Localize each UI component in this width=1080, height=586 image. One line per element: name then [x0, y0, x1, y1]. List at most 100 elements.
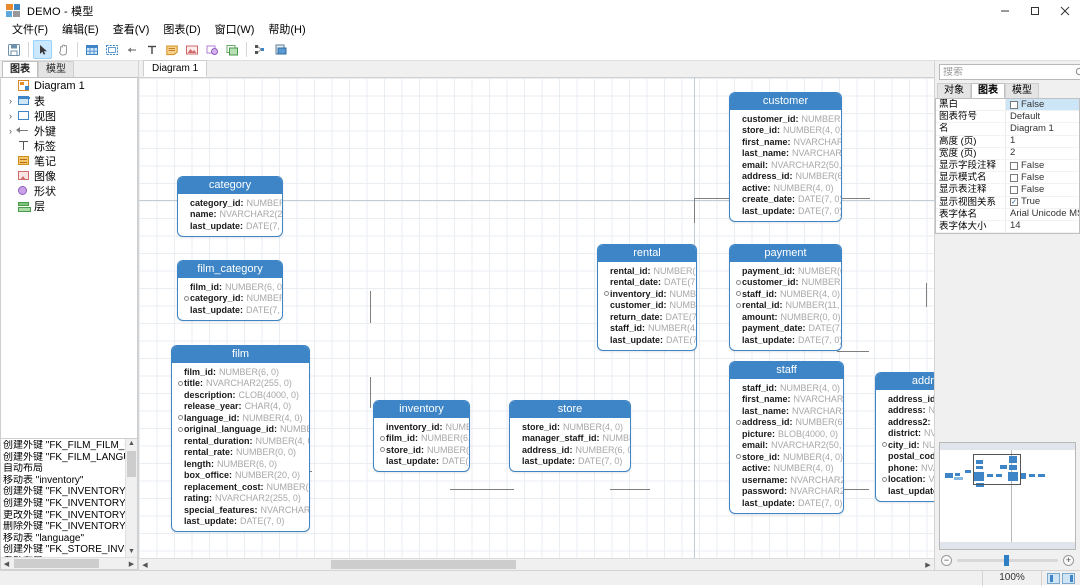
- entity-column[interactable]: staff_id:NUMBER(4, 0): [734, 288, 836, 300]
- tree-item-tables[interactable]: › 表: [1, 93, 137, 108]
- menu-diagram[interactable]: 图表(D): [156, 22, 207, 39]
- entity-column[interactable]: last_update:DATE(7, 0): [176, 516, 304, 528]
- entity-column[interactable]: category_id:NUMBER(4, 0): [182, 197, 277, 209]
- entity-column[interactable]: address2:NVARCHAR2(50, 0): [880, 416, 934, 428]
- canvas-horizontal-scrollbar[interactable]: ◀ ▶: [139, 558, 934, 570]
- menu-help[interactable]: 帮助(H): [261, 22, 312, 39]
- entity-column[interactable]: film_id:NUMBER(6, 0): [176, 366, 304, 378]
- hand-icon[interactable]: [53, 40, 72, 59]
- scroll-up-icon[interactable]: ▲: [128, 439, 135, 449]
- doc-tab-diagram-1[interactable]: Diagram 1: [143, 60, 207, 77]
- property-value[interactable]: False: [1006, 184, 1079, 195]
- tree-item-layers[interactable]: 层: [1, 198, 137, 213]
- entity-column[interactable]: postal_code:NVARCHAR2(10, 0): [880, 451, 934, 463]
- log-horizontal-scrollbar[interactable]: ◀ ▶: [1, 557, 137, 569]
- entity-column[interactable]: category_id:NUMBER(4, 0): [182, 293, 277, 305]
- search-icon[interactable]: [1075, 67, 1080, 78]
- entity-title[interactable]: customer: [730, 93, 841, 110]
- entity-column[interactable]: last_update:DATE(7, 0): [182, 304, 277, 316]
- entity-column[interactable]: rental_date:DATE(7, 0): [602, 277, 691, 289]
- scroll-left-icon[interactable]: ◀: [139, 561, 151, 569]
- entity-column[interactable]: payment_id:NUMBER(6, 0): [734, 265, 836, 277]
- entity-column[interactable]: staff_id:NUMBER(4, 0): [734, 382, 838, 394]
- entity-column[interactable]: rating:NVARCHAR2(255, 0): [176, 493, 304, 505]
- entity-column[interactable]: amount:NUMBER(0, 0): [734, 311, 836, 323]
- menu-window[interactable]: 窗口(W): [208, 22, 262, 39]
- entity-column[interactable]: original_language_id:NUMBER(4, 0): [176, 424, 304, 436]
- entity-column[interactable]: store_id:NUMBER(4, 0): [734, 451, 838, 463]
- close-button[interactable]: [1050, 0, 1080, 22]
- menu-edit[interactable]: 编辑(E): [55, 22, 106, 39]
- entity-column[interactable]: create_date:DATE(7, 0): [734, 194, 836, 206]
- entity-column[interactable]: title:NVARCHAR2(255, 0): [176, 378, 304, 390]
- entity-title[interactable]: payment: [730, 245, 841, 262]
- entity-column[interactable]: store_id:NUMBER(4, 0): [734, 125, 836, 137]
- scrollbar-track[interactable]: [12, 558, 126, 570]
- entity-column[interactable]: rental_id:NUMBER(11, 0): [602, 265, 691, 277]
- entity-column[interactable]: rental_duration:NUMBER(4, 0): [176, 435, 304, 447]
- new-table-icon[interactable]: [82, 40, 101, 59]
- entity-column[interactable]: email:NVARCHAR2(50, 0): [734, 440, 838, 452]
- log-vertical-scrollbar[interactable]: ▲ ▼: [125, 439, 137, 557]
- property-row[interactable]: 高度 (页)1: [936, 136, 1079, 148]
- checkbox-icon[interactable]: [1010, 174, 1018, 182]
- property-value[interactable]: 1: [1006, 136, 1079, 147]
- checkbox-icon[interactable]: [1010, 101, 1018, 109]
- entity-customer[interactable]: customer customer_id:NUMBER(6, 0)store_id…: [729, 92, 842, 222]
- text-label-icon[interactable]: [142, 40, 161, 59]
- entity-column[interactable]: length:NUMBER(6, 0): [176, 458, 304, 470]
- entity-column[interactable]: release_year:CHAR(4, 0): [176, 401, 304, 413]
- checkbox-icon[interactable]: [1010, 186, 1018, 194]
- entity-column[interactable]: address_id:NUMBER(6, 0): [734, 417, 838, 429]
- entity-title[interactable]: category: [178, 177, 282, 194]
- entity-column[interactable]: first_name:NVARCHAR2(45, 0): [734, 394, 838, 406]
- entity-column[interactable]: store_id:NUMBER(4, 0): [514, 421, 625, 433]
- property-value[interactable]: Arial Unicode MS: [1006, 209, 1079, 220]
- export-icon[interactable]: [271, 40, 290, 59]
- status-zoom-level[interactable]: 100%: [982, 571, 1042, 586]
- entity-column[interactable]: email:NVARCHAR2(50, 0): [734, 159, 836, 171]
- entity-column[interactable]: phone:NVARCHAR2(20, 0): [880, 462, 934, 474]
- entity-column[interactable]: city_id:NUMBER(5, 0): [880, 439, 934, 451]
- property-value[interactable]: 2: [1006, 148, 1079, 159]
- entity-column[interactable]: store_id:NUMBER(4, 0): [378, 444, 464, 456]
- pointer-icon[interactable]: [33, 40, 52, 59]
- minimap-viewport[interactable]: [973, 454, 1021, 485]
- entity-column[interactable]: rental_id:NUMBER(11, 0): [734, 300, 836, 312]
- property-row[interactable]: 宽度 (页)2: [936, 148, 1079, 160]
- property-value[interactable]: 14: [1006, 221, 1079, 232]
- menu-file[interactable]: 文件(F): [5, 22, 55, 39]
- save-icon[interactable]: [4, 40, 23, 59]
- scroll-right-icon[interactable]: ▶: [126, 560, 137, 568]
- entity-column[interactable]: last_update:DATE(7, 0): [734, 334, 836, 346]
- entity-column[interactable]: return_date:DATE(7, 0): [602, 311, 691, 323]
- search-box[interactable]: [939, 64, 1080, 80]
- entity-column[interactable]: active:NUMBER(4, 0): [734, 463, 838, 475]
- maximize-button[interactable]: [1020, 0, 1050, 22]
- entity-column[interactable]: address_id:NUMBER(6, 0): [880, 393, 934, 405]
- tab-chart[interactable]: 图表: [971, 83, 1005, 98]
- tree-item-notes[interactable]: 笔记: [1, 153, 137, 168]
- checkbox-icon[interactable]: [1010, 162, 1018, 170]
- entity-column[interactable]: password:NVARCHAR2(40, 0): [734, 486, 838, 498]
- history-log-list[interactable]: 创建外键 "FK_FILM_FILM_CATEGORY_1" 创建外键 "FK_…: [1, 439, 125, 557]
- zoom-slider-thumb[interactable]: [1004, 555, 1009, 566]
- entity-title[interactable]: inventory: [374, 401, 469, 418]
- zoom-in-button[interactable]: +: [1063, 555, 1074, 566]
- entity-column[interactable]: manager_staff_id:NUMBER(4, 0): [514, 433, 625, 445]
- entity-column[interactable]: customer_id:NUMBER(6, 0): [734, 113, 836, 125]
- layer-icon[interactable]: [222, 40, 241, 59]
- entity-column[interactable]: last_update:DATE(7, 0): [734, 205, 836, 217]
- tree-item-foreign-keys[interactable]: › 外键: [1, 123, 137, 138]
